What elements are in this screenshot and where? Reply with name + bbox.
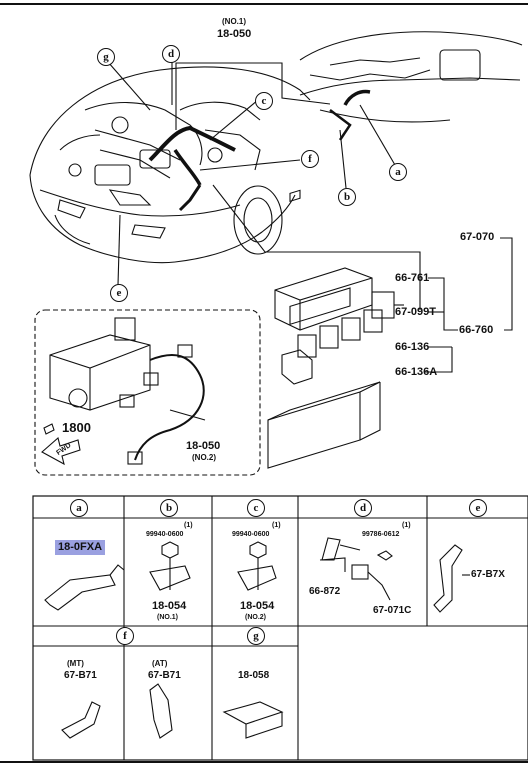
c-part[interactable]: 18-054 [240,600,275,612]
fuse-box-part: 66-760 [459,324,494,336]
b-part[interactable]: 18-054 [152,600,187,612]
d-right-part[interactable]: 67-071C [373,605,412,616]
c-qualifier: (NO.2) [245,614,266,621]
table-header-f: f [116,627,134,645]
callout-a[interactable]: a [389,163,407,181]
inset-harness-part: 18-050 [186,440,221,452]
table-header-a: a [70,499,88,517]
table-header-d: d [354,499,372,517]
fuse-part: 66-136 [395,341,430,353]
b-qty: (1) [184,522,193,529]
main-harness-qualifier: (NO.1) [222,17,246,26]
f-mt-part[interactable]: 67-B71 [64,670,97,681]
b-bolt-part[interactable]: 99940-0600 [146,531,184,538]
torque-reference: 1800 [62,420,91,435]
inset-harness-qualifier: (NO.2) [192,453,216,462]
e-part[interactable]: 67-B7X [471,569,505,580]
fuse-assembly-part: 67-070 [460,231,495,243]
f-at-part[interactable]: 67-B71 [148,670,181,681]
callout-b[interactable]: b [338,188,356,206]
b-qualifier: (NO.1) [157,614,178,621]
table-header-b: b [160,499,178,517]
fuse-cover-part: 66-761 [395,272,430,284]
c-bolt-part[interactable]: 99940-0600 [232,531,270,538]
d-left-part[interactable]: 66-872 [309,586,341,597]
fuse-a-part: 66-136A [395,366,438,378]
main-harness-part: 18-050 [217,28,252,40]
callout-d[interactable]: d [162,45,180,63]
callout-e[interactable]: e [110,284,128,302]
part-18-0fxa[interactable]: 18-0FXA [55,540,106,555]
g-part[interactable]: 18-058 [238,670,270,681]
relay-part: 67-099T [395,306,436,318]
f-at-qualifier: (AT) [152,659,168,668]
c-qty: (1) [272,522,281,529]
d-bolt-part[interactable]: 99786-0612 [362,531,400,538]
table-header-e: e [469,499,487,517]
table-header-c: c [247,499,265,517]
callout-f[interactable]: f [301,150,319,168]
d-qty: (1) [402,522,411,529]
callout-g[interactable]: g [97,48,115,66]
f-mt-qualifier: (MT) [67,659,84,668]
table-header-g: g [247,627,265,645]
callout-c[interactable]: c [255,92,273,110]
